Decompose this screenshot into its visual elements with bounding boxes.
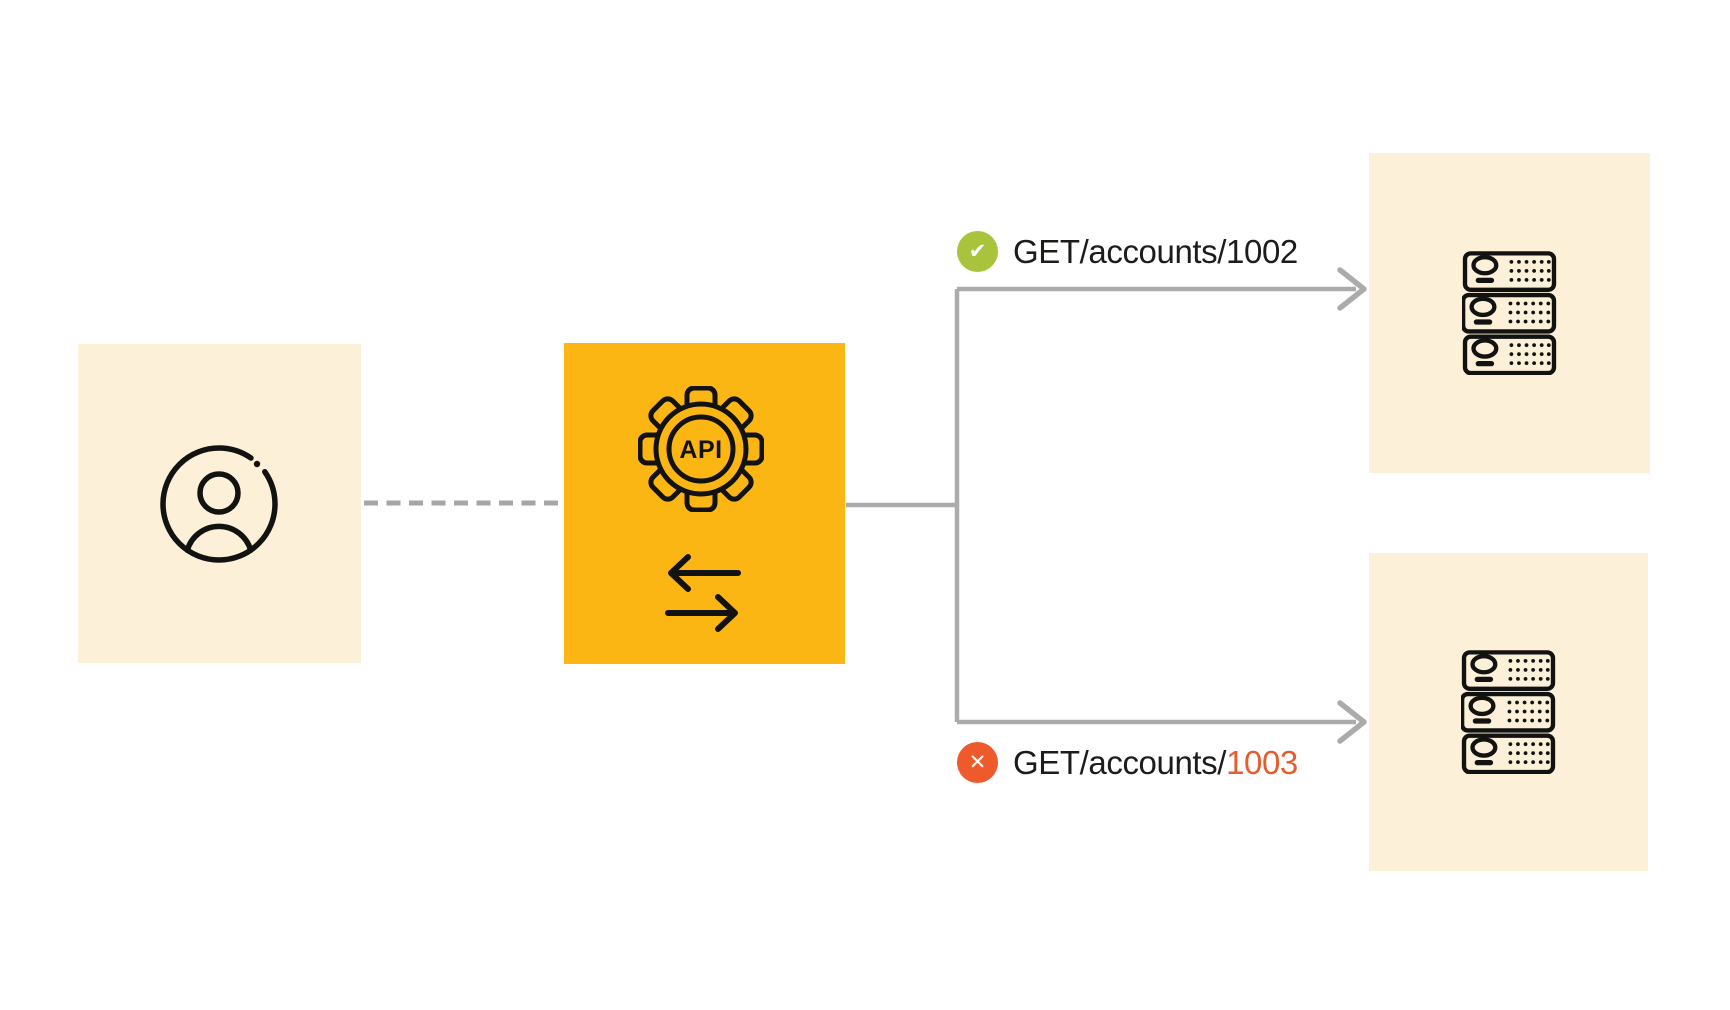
request-label-success: ✔ GET/accounts/1002: [957, 231, 1298, 272]
api-gateway-node: API: [564, 343, 845, 664]
server-stack-icon: [1462, 251, 1557, 375]
request-path-error: GET/accounts/1003: [1013, 744, 1298, 782]
client-node: [78, 344, 361, 663]
server-node-bottom: [1369, 553, 1648, 871]
server-node-top: [1369, 153, 1650, 473]
x-glyph: ✕: [968, 750, 987, 774]
swap-arrows-icon: [665, 554, 741, 632]
arrowhead-top-icon: [1337, 267, 1367, 311]
api-gear-label: API: [679, 436, 722, 464]
api-gear-icon: API: [638, 386, 764, 512]
request-label-error: ✕ GET/accounts/1003: [957, 742, 1298, 783]
arrowhead-bottom-icon: [1337, 700, 1367, 744]
user-avatar-icon: [160, 445, 278, 563]
request-account-id: 1003: [1226, 743, 1298, 781]
request-path-prefix: GET/accounts/: [1013, 743, 1227, 781]
request-path-success: GET/accounts/1002: [1013, 232, 1298, 270]
check-circle-icon: ✔: [957, 231, 998, 272]
branch-connector-line: [846, 286, 1356, 725]
server-stack-icon: [1461, 650, 1556, 774]
check-glyph: ✔: [968, 239, 987, 263]
x-circle-icon: ✕: [957, 742, 998, 783]
